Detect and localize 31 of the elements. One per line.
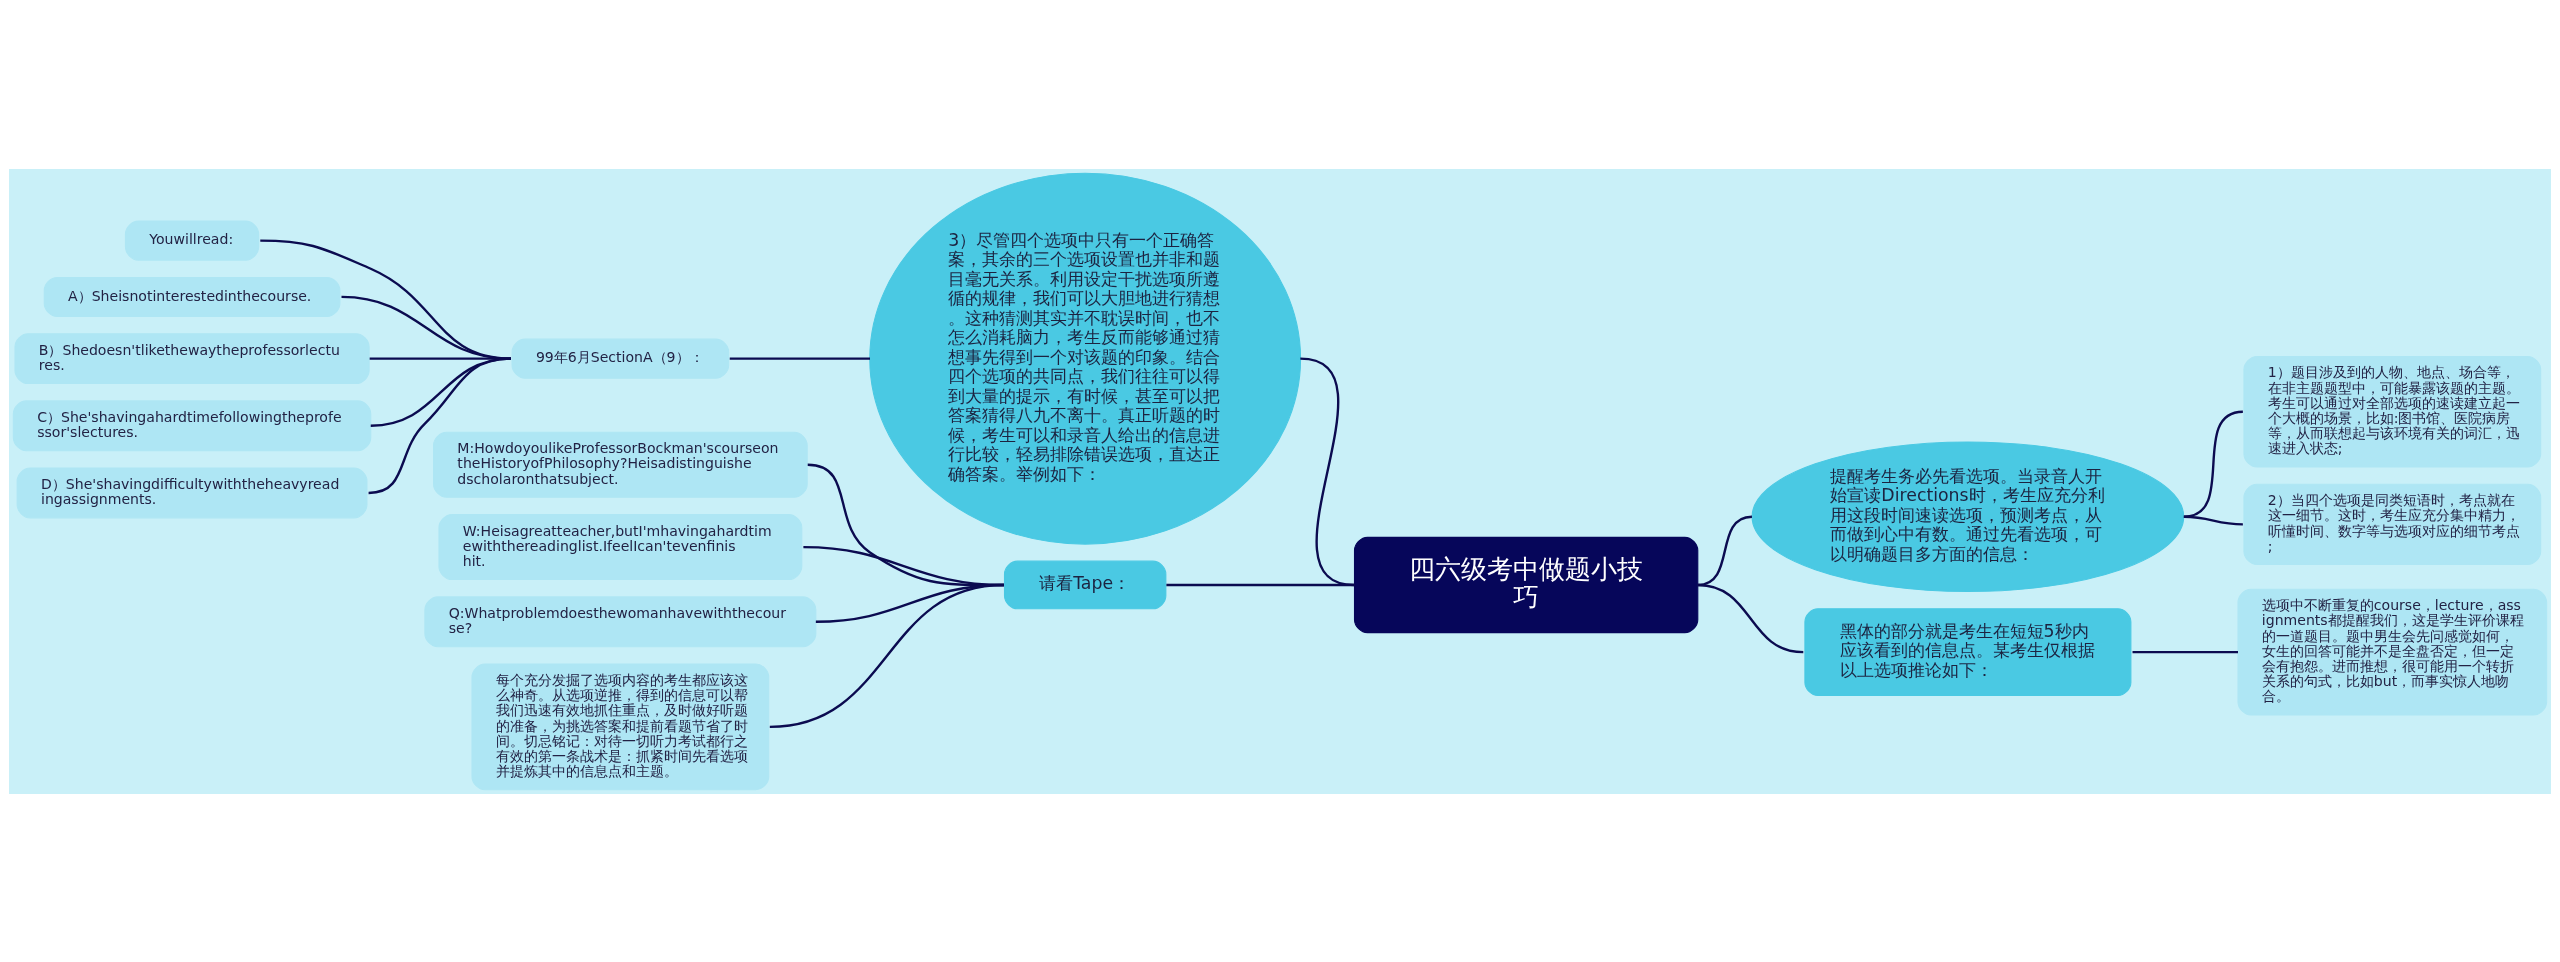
node-box: D）She'shavingdifficultywiththeheavyreadingassignments.: [16, 467, 368, 518]
connector: [769, 583, 1005, 728]
node-box: 黑体的部分就是考生在短短5秒内应该看到的信息点。某考生仅根据以上选项推论如下：: [1804, 607, 2132, 696]
node-ellipse: 提醒考生务必先看选项。当录音人开始宣读Directions时，考生应充分利用这段时间速读选项，预测考点，从而做到心中有数。通过先看选项，可以明确题目多方面的信息：: [1751, 440, 2185, 592]
node-box: 2）当四个选项是同类短语时，考点就在这一细节。这时，考生应充分集中精力，听懂时间、数字等与选项对应的细节考点;: [2243, 483, 2542, 565]
node-box: Q:Whatproblemdoesthewomanhavewiththecourse?: [424, 595, 817, 647]
node-box: 请看Tape：: [1003, 560, 1167, 609]
node-box: C）She'shavingahardtimefollowingtheprofessor'slectures.: [12, 399, 372, 451]
node-box: Youwillread:: [124, 220, 260, 261]
node-box: M:HowdoyoulikeProfessorBockman'scourseontheHistoryofPhilosophy?Heisadistinguishedscholaronthatsubject.: [433, 431, 808, 498]
connector: [2183, 515, 2243, 526]
node-ellipse: 3）尽管四个选项中只有一个正确答案，其余的三个选项设置也并非和题目毫无关系。利用设定干扰选项所遵循的规律，我们可以大胆地进行猜想。这种猜测其实并不耽误时间，也不怎么消耗脑力，考生反而能够通过猜想事先得到一个对该题的印象。结合四个选项的共同点，我们往往可以得到大量的提示，有时候，甚至可以把答案猜得八九不离十。真正听题的时候，考生可以和录音人给出的信息进行比较，轻易排除错误选项，直达正确答案。举例如下：: [869, 172, 1302, 545]
node-box: A）Sheisnotinterestedinthecourse.: [43, 276, 341, 317]
connector: [1697, 583, 1804, 653]
node-box: B）Shedoesn'tlikethewaytheprofessorlectures.: [14, 332, 370, 384]
connector: [341, 295, 512, 360]
connector: [2183, 410, 2244, 518]
connector: [1166, 583, 1355, 586]
node-box: 四六级考中做题小技巧: [1353, 536, 1699, 633]
node-box: W:Heisagreatteacher,butI'mhavingahardtimewiththereadinglist.IfeelIcan'tevenfinishit.: [438, 513, 803, 580]
node-box: 选项中不断重复的course，lecture，assignments都提醒我们，这是学生评价课程的一道题目。题中男生会先问感觉如何，女生的回答可能并不是全盘否定，但一定会有抱怨。进而推想，很可能用一个转折关系的句式，比如but，而事实惊人地吻合。: [2237, 588, 2548, 715]
connector: [370, 356, 512, 427]
connector: [729, 356, 870, 360]
node-box: 每个充分发掘了选项内容的考生都应该这么神奇。从选项逆推，得到的信息可以帮我们迅速有效地抓住重点，及时做好听题的准备，为挑选答案和提前看题节省了时间。切忌铭记：对待一切听力考试都行之有效的第一条战术是：抓紧时间先看选项并提炼其中的信息点和主题。: [471, 663, 770, 790]
connector: [2132, 650, 2238, 653]
connector: [368, 356, 512, 494]
connector: [369, 356, 511, 360]
connector: [1697, 515, 1753, 586]
node-box: 99年6月SectionA（9）：: [511, 338, 730, 379]
connector: [260, 238, 512, 360]
node-box: 1）题目涉及到的人物、地点、场合等，在非主题题型中，可能暴露该题的主题。考生可以通过对全部选项的速读建立起一个大概的场景，比如:图书馆、医院病房等，从而联想起与该环境有关的词汇，迅速进入状态;: [2243, 355, 2542, 467]
